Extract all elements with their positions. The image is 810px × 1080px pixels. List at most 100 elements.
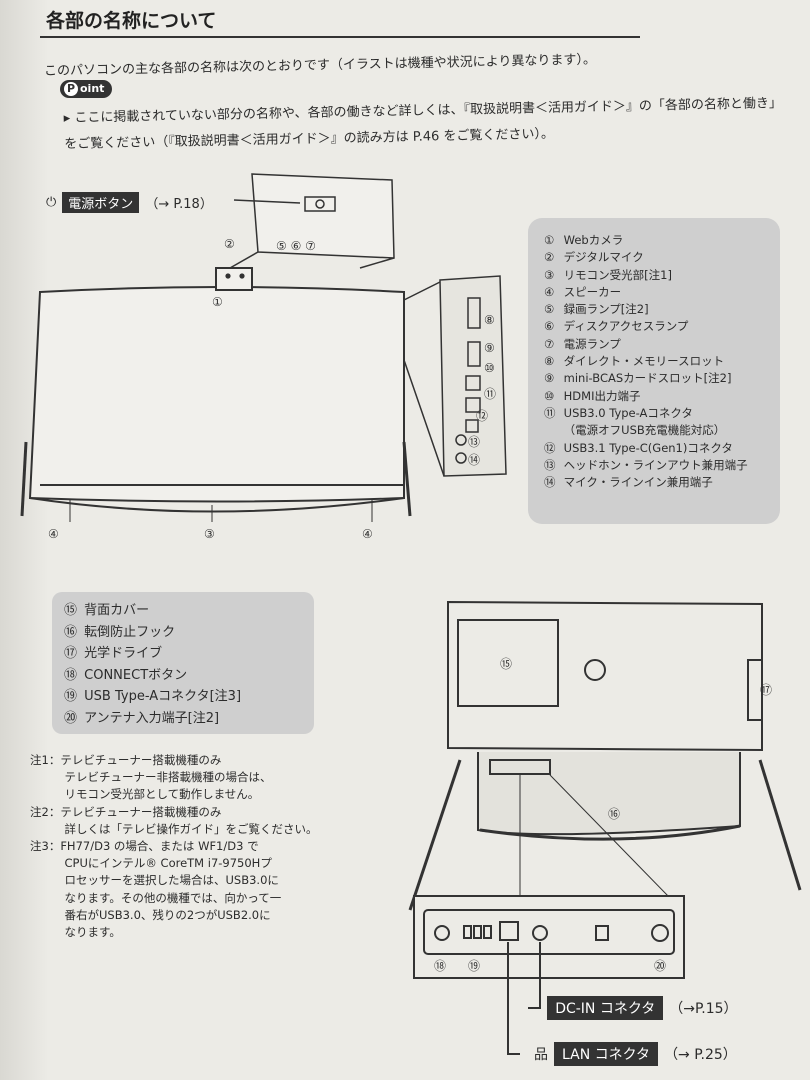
legend-text: Webカメラ	[563, 233, 624, 247]
legend-number: ⑪	[544, 405, 556, 420]
legend-text: USB Type-Aコネクタ[注3]	[84, 689, 242, 704]
legend-text: USB3.1 Type-C(Gen1)コネクタ	[563, 440, 733, 455]
front-monitor-drawing	[20, 267, 412, 522]
dc-in-icon: ⎓	[530, 1000, 542, 1016]
legend-number: ⑨	[544, 371, 555, 386]
note-line: CPUにインテル® CoreTM i7-9750Hプ	[30, 856, 272, 871]
power-button-label: ⏻ 電源ボタン （→ P.18）	[46, 192, 213, 213]
legend-number: ②	[544, 250, 555, 265]
legend-number: ③	[544, 267, 555, 282]
footnotes: 注1：テレビチューナー搭載機種のみ テレビチューナー非搭載機種の場合は、 リモコ…	[30, 752, 320, 941]
legend-item: ③ リモコン受光部[注1]	[544, 267, 780, 284]
dc-in-callout: ⎓ DC-IN コネクタ （→P.15）	[530, 996, 738, 1020]
legend-number: ⑲	[64, 689, 78, 704]
legend-item: ② デジタルマイク	[544, 249, 780, 266]
power-button-ref: （→ P.18）	[145, 197, 213, 212]
note-line: 注2：テレビチューナー搭載機種のみ	[30, 804, 222, 819]
note-line: 注3：FH77/D3 の場合、または WF1/D3 で	[30, 839, 259, 854]
back-monitor-drawing	[408, 600, 802, 911]
legend-text: 録画ランプ[注2]	[563, 302, 649, 317]
legend-item: ⑥ ディスクアクセスランプ	[544, 318, 780, 335]
diagram-num-17: ⑰	[760, 683, 772, 697]
legend-text: アンテナ入力端子[注2]	[84, 710, 220, 726]
legend-item: ⑬ ヘッドホン・ラインアウト兼用端子	[544, 457, 780, 474]
power-zoom-drawing	[229, 173, 395, 269]
legend-text: リモコン受光部[注1]	[563, 267, 672, 282]
legend-item: ⑩ HDMI出力端子	[544, 388, 780, 405]
legend-item: ④ スピーカー	[544, 284, 780, 301]
legend-text: HDMI出力端子	[563, 388, 641, 403]
heading-rule	[40, 36, 640, 38]
side-zoom-drawing	[403, 275, 507, 477]
legend-item: ⑯ 転倒防止フック	[64, 622, 314, 644]
legend-number: ①	[544, 233, 555, 247]
legend-text: マイク・ラインイン兼用端子	[563, 475, 713, 490]
legend-number: ⑦	[544, 336, 555, 351]
dc-in-ref: （→P.15）	[669, 1001, 738, 1017]
legend-number: ⑱	[64, 667, 78, 683]
point-label: oint	[80, 82, 105, 95]
legend-text: デジタルマイク	[563, 250, 644, 265]
legend-text: CONNECTボタン	[84, 667, 188, 683]
legend-text: ダイレクト・メモリースロット	[563, 354, 725, 369]
note-line: 番右がUSB3.0、残りの2つがUSB2.0に	[30, 907, 271, 922]
page-heading: 各部の名称について	[46, 10, 217, 32]
legend-item: ⑱ CONNECTボタン	[64, 665, 314, 687]
diagram-num-14: ⑭	[468, 453, 480, 467]
note-line: なります。その他の機種では、向かって一	[30, 890, 282, 905]
note-line: 注1：テレビチューナー搭載機種のみ	[30, 753, 222, 767]
legend-text: スピーカー	[563, 284, 622, 299]
legend-item: ⑮ 背面カバー	[64, 600, 314, 622]
legend-number: ⑧	[544, 354, 555, 369]
dc-in-tag: DC-IN コネクタ	[547, 996, 664, 1020]
diagram-num-4a: ④	[48, 527, 59, 541]
lan-tag: LAN コネクタ	[554, 1042, 659, 1066]
diagram-num-13: ⑬	[468, 435, 480, 449]
legend-item: ⑨ mini-BCASカードスロット[注2]	[544, 370, 780, 387]
lan-icon: 品	[534, 1047, 548, 1063]
legend-item: ⑲ USB Type-Aコネクタ[注3]	[64, 686, 314, 708]
note-line: テレビチューナー非搭載機種の場合は、	[30, 770, 272, 785]
diagram-num-11: ⑪	[484, 387, 496, 401]
diagram-num-2: ②	[224, 237, 235, 251]
note-line: 詳しくは「テレビ操作ガイド」をご覧ください。	[30, 821, 318, 836]
lan-ref: （→ P.25）	[664, 1047, 737, 1063]
legend-text: USB3.0 Type-Aコネクタ	[563, 405, 693, 420]
legend-item: ⑦ 電源ランプ	[544, 336, 780, 353]
diagram-num-1: ①	[212, 295, 223, 309]
legend-item: ① Webカメラ	[544, 232, 780, 249]
legend-item: ⑫ USB3.1 Type-C(Gen1)コネクタ	[544, 440, 780, 457]
legend-number: ④	[544, 284, 555, 299]
legend-number: ⑮	[64, 603, 78, 618]
note-line: リモコン受光部として動作しません。	[30, 787, 260, 802]
legend-item: ⑤ 録画ランプ[注2]	[544, 301, 780, 318]
legend-text: ディスクアクセスランプ	[563, 319, 689, 334]
diagram-num-3: ③	[204, 527, 215, 541]
legend-number: ⑭	[544, 475, 556, 490]
legend-item: ⑪ USB3.0 Type-Aコネクタ	[544, 405, 780, 422]
diagram-num-9: ⑨	[484, 341, 495, 355]
legend-number: ⑥	[544, 319, 555, 334]
legend-number: ⑯	[64, 624, 78, 640]
legend-item: （電源オフUSB充電機能対応）	[544, 422, 780, 439]
legend-number: ⑳	[64, 710, 78, 726]
diagram-num-12: ⑫	[476, 409, 488, 423]
legend-item: ⑰ 光学ドライブ	[64, 643, 314, 665]
diagram-num-8: ⑧	[484, 313, 495, 327]
diagram-num-4b: ④	[362, 527, 373, 541]
power-button-tag: 電源ボタン	[62, 192, 140, 213]
diagram-num-18: ⑱	[434, 959, 446, 973]
legend-text: ヘッドホン・ラインアウト兼用端子	[563, 457, 748, 472]
legend-item: ⑭ マイク・ラインイン兼用端子	[544, 474, 780, 491]
legend-item: ⑧ ダイレクト・メモリースロット	[544, 353, 780, 370]
diagram-num-10: ⑩	[484, 361, 495, 375]
legend-number: ⑩	[544, 388, 555, 403]
diagram-num-15: ⑮	[500, 657, 512, 671]
point-icon: P	[64, 82, 78, 96]
port-zoom-drawing	[413, 895, 685, 1055]
power-icon: ⏻	[46, 195, 57, 210]
legend-text: （電源オフUSB充電機能対応）	[563, 423, 726, 438]
